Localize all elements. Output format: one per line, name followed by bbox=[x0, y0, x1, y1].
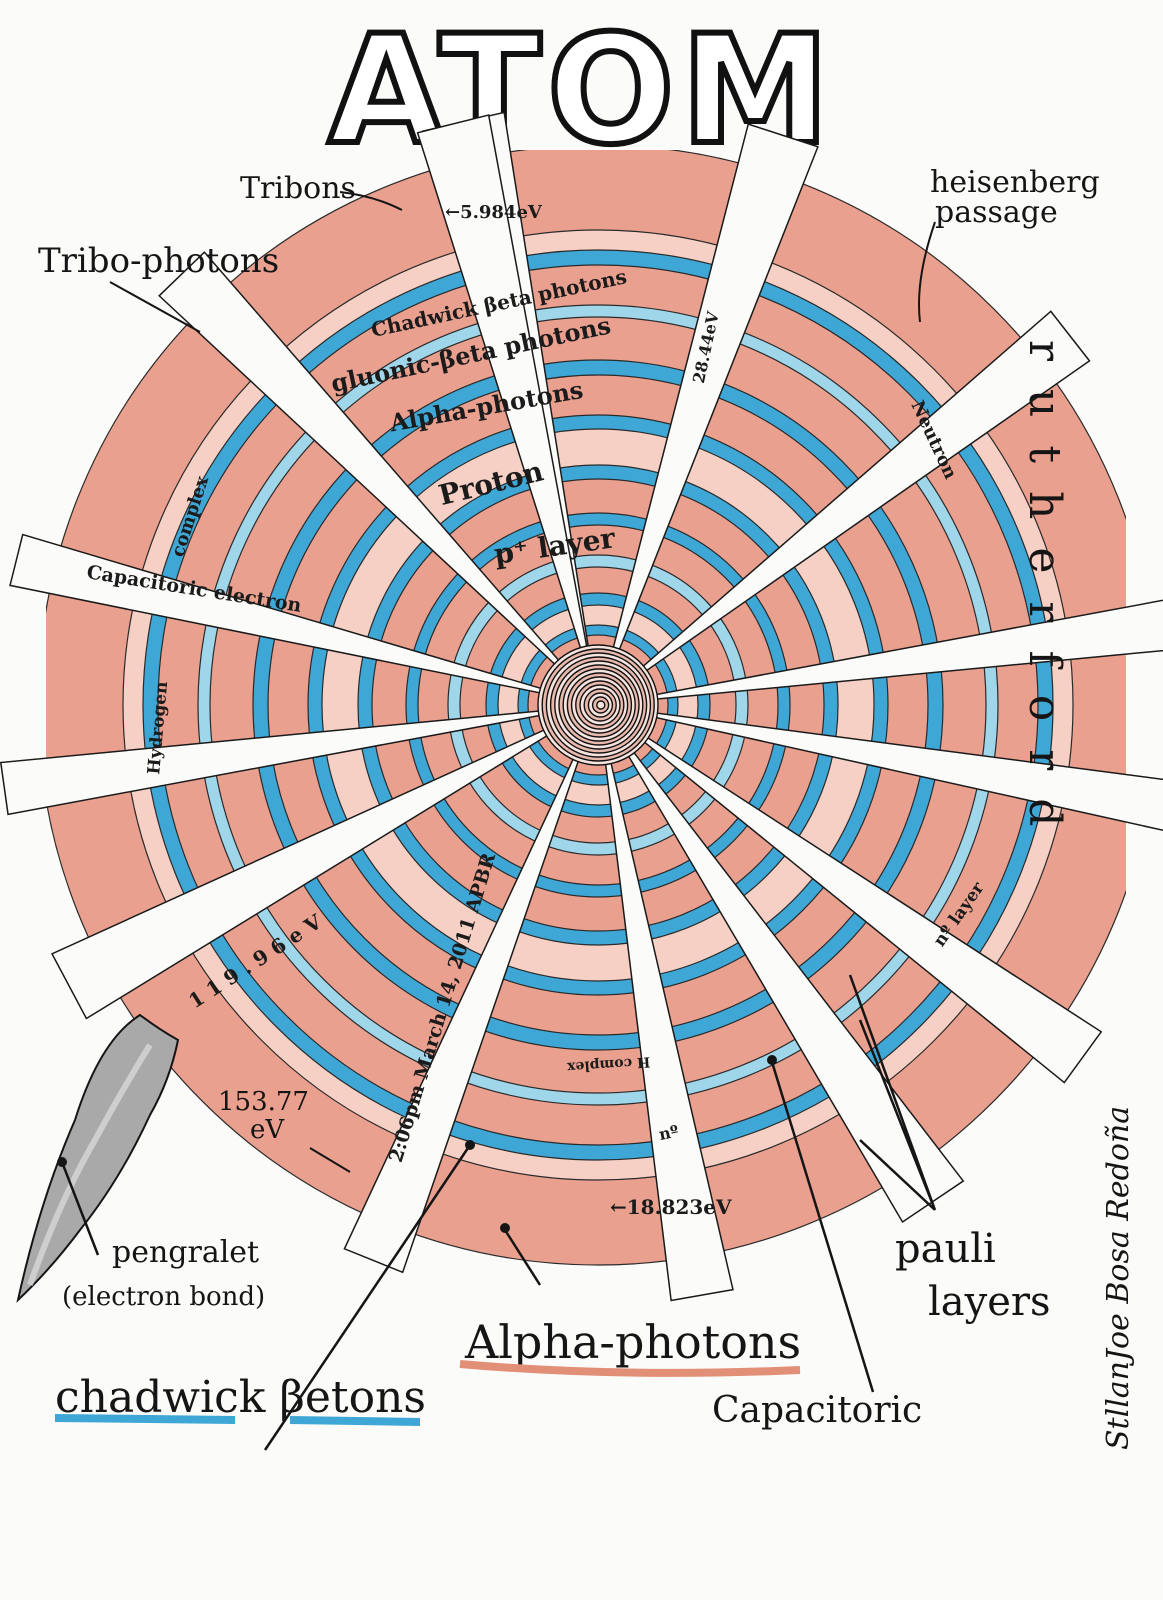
radial-slot bbox=[416, 114, 597, 698]
label-pauli: pauli bbox=[895, 1226, 996, 1272]
label-layers: layers bbox=[928, 1279, 1051, 1325]
dot-capacitoric bbox=[767, 1055, 777, 1065]
title: ATOM bbox=[328, 4, 836, 178]
ring-label-no: nº bbox=[657, 1121, 680, 1144]
radial-slot bbox=[50, 708, 592, 1020]
pointer-tribo-photons bbox=[109, 281, 201, 333]
radial-slot bbox=[343, 712, 596, 1274]
pointer-pauli bbox=[848, 974, 937, 1211]
radial-slot bbox=[158, 251, 594, 700]
label-pengralet: pengralet bbox=[112, 1235, 259, 1270]
label-tribons: Tribons bbox=[240, 171, 356, 206]
slot-label-18823ev: ←18.823eV bbox=[610, 1195, 732, 1219]
dot-chadwick bbox=[465, 1140, 475, 1150]
underline-chadwick bbox=[54, 1414, 421, 1426]
label-153ev-unit: eV bbox=[250, 1115, 285, 1145]
radial-slot bbox=[605, 705, 1163, 832]
underline-alpha bbox=[459, 1360, 801, 1377]
slot-label-5984ev: ←5.984eV bbox=[445, 202, 543, 223]
label-passage: passage bbox=[935, 195, 1058, 230]
pointer-153ev bbox=[309, 1147, 351, 1173]
radial-slot bbox=[598, 712, 734, 1302]
pengralet-highlight bbox=[27, 1043, 153, 1286]
label-alpha-photons: Alpha-photons bbox=[464, 1315, 801, 1369]
dot-alpha bbox=[500, 1223, 510, 1233]
atom-core bbox=[537, 644, 659, 766]
label-153ev: 153.77 bbox=[218, 1087, 309, 1117]
radial-slot bbox=[9, 533, 591, 704]
radial-slot bbox=[605, 599, 1163, 705]
signature: StllanJoe Bosa Redoña bbox=[1101, 1106, 1136, 1450]
label-heisenberg: heisenberg bbox=[930, 165, 1100, 200]
label-electron-bond: (electron bond) bbox=[62, 1282, 265, 1312]
label-capacitoric: Capacitoric bbox=[712, 1390, 922, 1431]
dot-pengralet bbox=[57, 1157, 67, 1167]
pointer-heisenberg bbox=[918, 221, 936, 323]
pointer-capacitoric bbox=[770, 1061, 875, 1393]
radial-slot bbox=[603, 709, 1103, 1084]
pengralet-shape bbox=[16, 1013, 180, 1303]
radial-slot bbox=[0, 705, 591, 816]
ring-label-h-complex: H complex bbox=[566, 1053, 651, 1075]
label-rutherford: rutherford bbox=[1019, 340, 1070, 854]
radial-slot bbox=[599, 123, 819, 698]
radial-slots bbox=[0, 111, 1163, 1302]
pointer-alpha bbox=[503, 1229, 542, 1286]
pointer-tribons bbox=[339, 191, 403, 211]
label-tribo-photons: Tribo-photons bbox=[38, 241, 279, 281]
core-ring bbox=[596, 700, 606, 710]
pointer-chadwick bbox=[263, 1144, 472, 1451]
radial-slot bbox=[603, 310, 1091, 701]
pointer-pengralet bbox=[60, 1161, 100, 1256]
label-chadwick-betons: chadwick βetons bbox=[55, 1372, 426, 1423]
